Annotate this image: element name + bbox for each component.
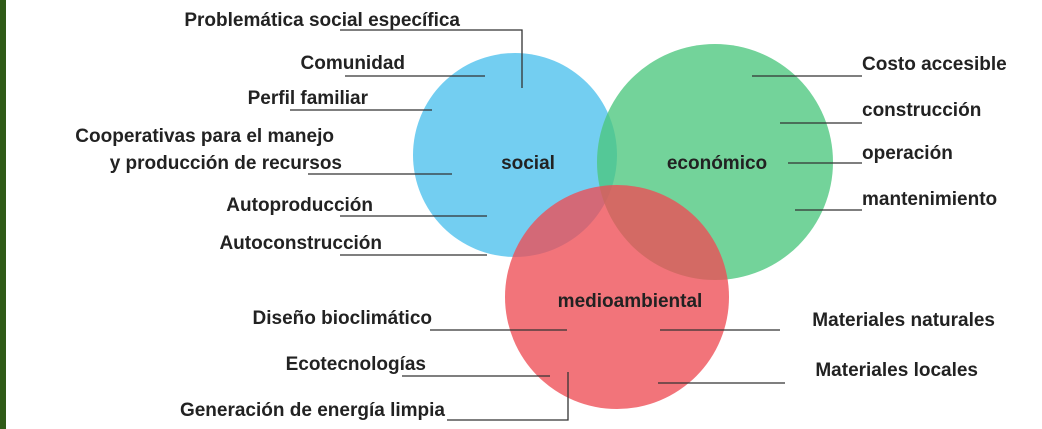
label-costo: Costo accesible bbox=[862, 54, 1007, 75]
leader-problematica bbox=[340, 29, 523, 88]
label-materiales-naturales: Materiales naturales bbox=[812, 310, 995, 331]
label-cooperativas-1: Cooperativas para el manejo bbox=[75, 126, 334, 147]
leader-generacion bbox=[447, 372, 569, 421]
label-mantenimiento: mantenimiento bbox=[862, 189, 997, 210]
social-center-label: social bbox=[501, 153, 555, 174]
label-operacion: operación bbox=[862, 143, 953, 164]
label-ecotecnologias: Ecotecnologías bbox=[286, 354, 426, 375]
label-comunidad: Comunidad bbox=[301, 53, 406, 74]
label-generacion: Generación de energía limpia bbox=[180, 400, 445, 421]
medioambiental-circle bbox=[505, 185, 729, 409]
label-perfil: Perfil familiar bbox=[248, 88, 369, 109]
label-diseno: Diseño bioclimático bbox=[253, 308, 432, 329]
label-autoconstruccion: Autoconstrucción bbox=[219, 233, 382, 254]
medioambiental-center-label: medioambiental bbox=[558, 291, 703, 312]
label-autoproduccion: Autoproducción bbox=[226, 195, 373, 216]
label-problematica: Problemática social específica bbox=[184, 10, 460, 31]
label-materiales-locales: Materiales locales bbox=[815, 360, 978, 381]
left-edge-strip bbox=[0, 0, 6, 429]
label-cooperativas-2: y producción de recursos bbox=[110, 153, 342, 174]
economico-center-label: económico bbox=[667, 153, 767, 174]
label-construccion: construcción bbox=[862, 100, 981, 121]
